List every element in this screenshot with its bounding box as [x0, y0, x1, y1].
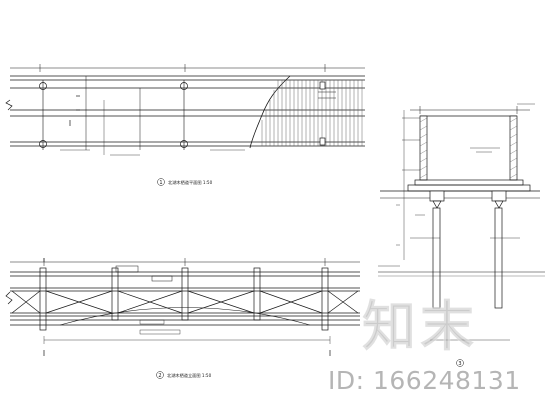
watermark-brand: 知末	[362, 295, 478, 359]
watermark-id: ID: 166248131	[328, 366, 521, 395]
section-post-hatch	[419, 117, 518, 179]
plan-view	[5, 64, 365, 156]
elevation-view	[5, 258, 360, 356]
section-view-marker: 3	[458, 361, 461, 367]
decking-hatch	[261, 80, 363, 146]
plan-view-marker: 1	[159, 180, 162, 186]
elevation-view-marker: 2	[158, 373, 161, 379]
elevation-view-caption: 北湖木栖道立面图 1:50	[167, 372, 212, 379]
section-view	[378, 103, 545, 341]
plan-view-caption: 北湖木栖道平面图 1:50	[168, 179, 213, 186]
